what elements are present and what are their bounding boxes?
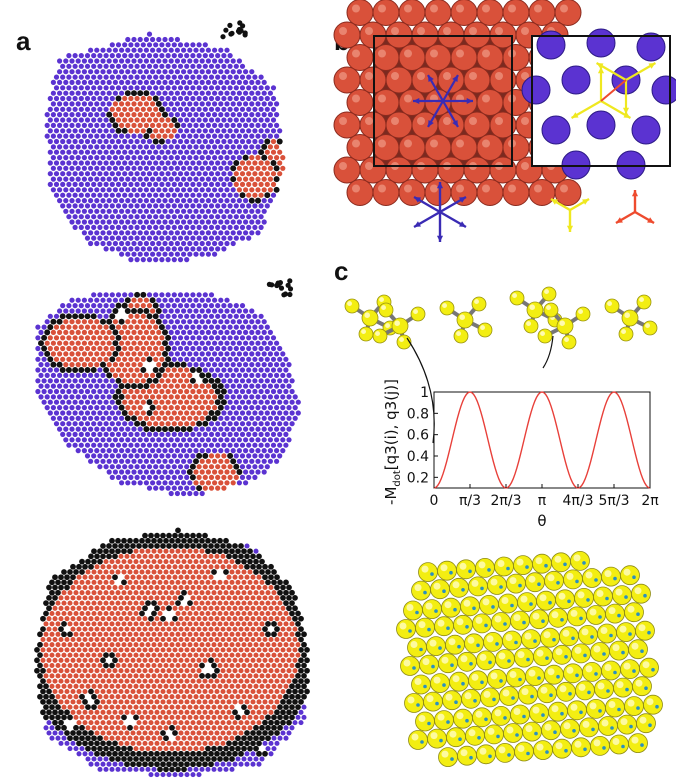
x-tick-label: π/3: [459, 493, 481, 509]
x-tick-label: π: [538, 493, 547, 509]
panel-label-c: c: [334, 256, 349, 286]
y-tick-label: 1: [420, 385, 429, 401]
x-tick-label: 5π/3: [599, 493, 630, 509]
y-tick-label: 0.4: [407, 449, 429, 465]
eclipsed-pair-cluster: [344, 294, 426, 350]
crystal-rendering: [396, 550, 663, 768]
y-tick-label: 0.8: [407, 406, 429, 422]
y-axis-label: -Mdot[q3(i), q3(j)]: [382, 379, 403, 505]
tetrahedral-cluster-row: [344, 286, 658, 444]
bond-order-chart: 0 π/3 2π/3 π 4π/3 5π/3 2π 0.2 0.4 0.6 0.8 1 θ -Mdot[q…: [382, 379, 659, 530]
bond-arrow-legend: [413, 182, 655, 242]
y-tick-label: 0.6: [407, 428, 429, 444]
single-tetrahedron-cluster: [439, 296, 493, 344]
six-fold-arrow-icon: [413, 182, 467, 242]
diamond-lattice-view: [521, 28, 676, 180]
octahedral-cluster: [604, 294, 658, 342]
pointer-arrow-right: [542, 335, 554, 369]
staggered-pair-cluster: [509, 286, 591, 350]
x-tick-label: 0: [430, 493, 439, 509]
x-tick-label: 2π/3: [491, 493, 522, 509]
snapshot-early-nucleation: [44, 20, 286, 263]
x-tick-label: 2π: [641, 493, 659, 509]
y-tick-label: 0.2: [407, 470, 429, 486]
panel-label-a: a: [16, 26, 31, 56]
three-fold-red-arrow-icon: [615, 190, 655, 225]
snapshot-late-growth: [34, 527, 310, 778]
snapshot-mid-growth: [35, 278, 301, 497]
x-axis-label: θ: [537, 512, 546, 530]
three-fold-yellow-arrow-icon: [550, 197, 590, 232]
x-tick-label: 4π/3: [563, 493, 594, 509]
series-line: [433, 391, 651, 489]
cubic-lattice-view: [333, 0, 582, 206]
plot-frame: [433, 391, 651, 489]
